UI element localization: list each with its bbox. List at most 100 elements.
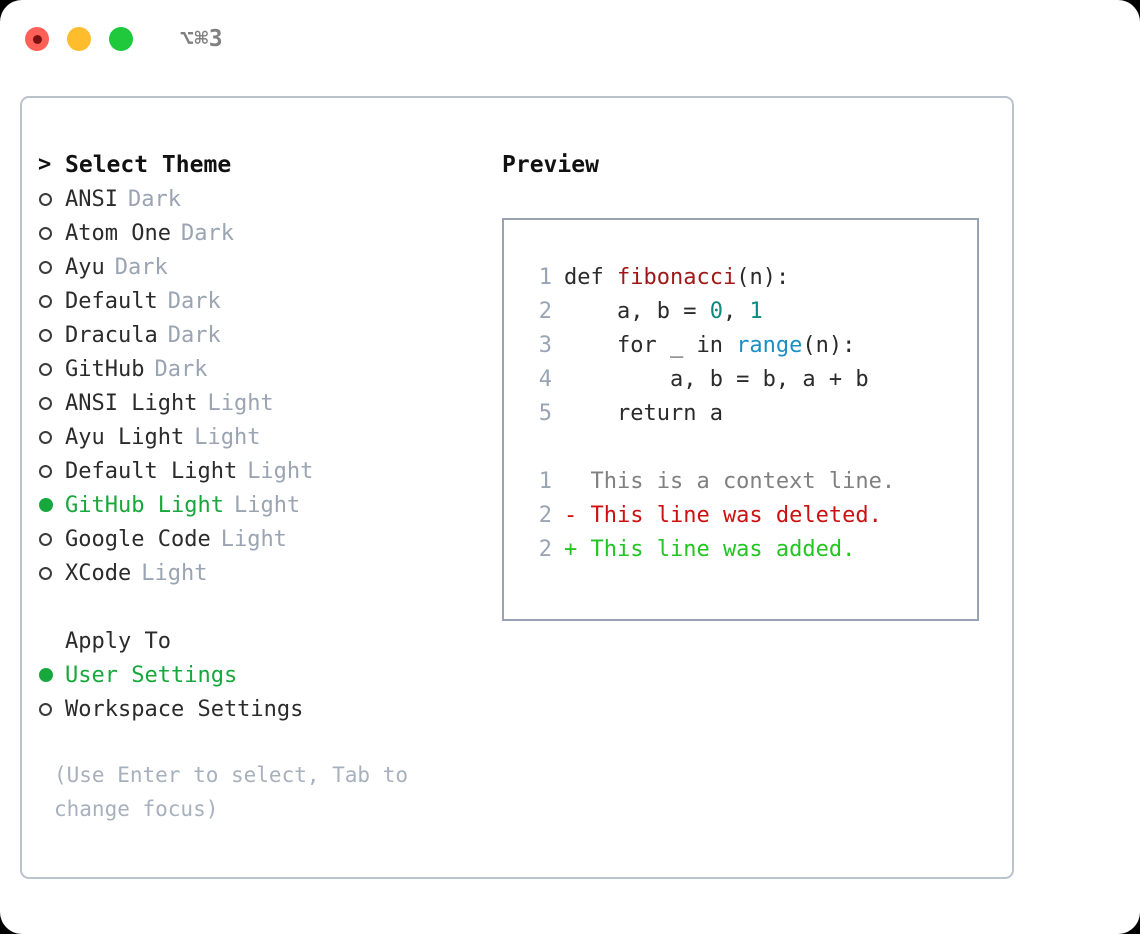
list-item[interactable]: Dracula Dark — [38, 318, 478, 352]
radio-icon[interactable] — [38, 294, 65, 308]
code-token: for _ in — [564, 332, 737, 358]
apply-to-heading: Apply To — [38, 624, 478, 658]
line-number: 4 — [538, 366, 552, 392]
theme-name: Google Code — [65, 526, 211, 552]
code-line: 5 return a — [522, 396, 977, 430]
radio-icon-selected[interactable] — [38, 668, 65, 682]
code-token-function: fibonacci — [616, 264, 737, 290]
line-number: 2 — [538, 298, 552, 324]
theme-name: GitHub Light — [65, 492, 224, 518]
code-token: a, b = b, a + b — [564, 366, 869, 392]
code-line: 4 a, b = b, a + b — [522, 362, 977, 396]
list-item[interactable]: Ayu Dark — [38, 250, 478, 284]
radio-icon[interactable] — [38, 702, 65, 716]
preview-title: Preview — [502, 152, 599, 178]
minimize-button[interactable] — [67, 27, 91, 51]
list-item[interactable]: ANSI Dark — [38, 182, 478, 216]
radio-icon[interactable] — [38, 362, 65, 376]
list-item[interactable]: ANSI Light Light — [38, 386, 478, 420]
radio-icon[interactable] — [38, 192, 65, 206]
code-token: , — [722, 298, 750, 324]
diff-line-added: 2 + This line was added. — [522, 532, 977, 566]
code-token: return a — [564, 400, 723, 426]
code-token-number: 0 — [709, 298, 723, 324]
theme-name: Dracula — [65, 322, 158, 348]
close-button[interactable] — [25, 27, 49, 51]
diff-text: This is a context line. — [564, 468, 896, 494]
theme-name: Default — [65, 288, 158, 314]
theme-name: ANSI Light — [65, 390, 198, 416]
theme-name: Ayu — [65, 254, 105, 280]
list-item-selected[interactable]: GitHub Light Light — [38, 488, 478, 522]
theme-name: GitHub — [65, 356, 145, 382]
list-item[interactable]: Google Code Light — [38, 522, 478, 556]
diff-text: + This line was added. — [564, 536, 856, 562]
theme-tag: Light — [220, 526, 287, 552]
theme-tag: Dark — [167, 288, 221, 314]
code-token-number: 1 — [749, 298, 763, 324]
diff-text: - This line was deleted. — [564, 502, 882, 528]
theme-tag: Light — [247, 458, 314, 484]
theme-picker-dialog: > Select Theme ANSI Dark Atom One Dark A… — [20, 96, 1014, 879]
theme-name: XCode — [65, 560, 132, 586]
line-number: 1 — [538, 468, 552, 494]
code-line: 2 a, b = 0, 1 — [522, 294, 977, 328]
theme-name: Default Light — [65, 458, 238, 484]
code-line: 1 def fibonacci(n): — [522, 260, 977, 294]
zoom-button[interactable] — [109, 27, 133, 51]
apply-to-label: Workspace Settings — [65, 696, 304, 722]
theme-tag: Dark — [154, 356, 208, 382]
keyboard-hint: (Use Enter to select, Tab to change focu… — [54, 763, 421, 821]
diff-line-context: 1 This is a context line. — [522, 464, 977, 498]
theme-list-pane: > Select Theme ANSI Dark Atom One Dark A… — [38, 148, 478, 821]
page-title: Select Theme — [65, 152, 232, 178]
theme-name: Ayu Light — [65, 424, 185, 450]
spacer — [522, 430, 977, 464]
code-preview-box: 1 def fibonacci(n): 2 a, b = 0, 1 3 for … — [502, 218, 979, 621]
radio-icon-selected[interactable] — [38, 498, 65, 512]
line-number: 2 — [538, 536, 552, 562]
radio-icon[interactable] — [38, 396, 65, 410]
title-bar: ⌥⌘3 — [0, 0, 1140, 78]
list-item[interactable]: Atom One Dark — [38, 216, 478, 250]
list-item[interactable]: XCode Light — [38, 556, 478, 590]
preview-pane: Preview 1 def fibonacci(n): 2 a, b = 0, … — [502, 148, 992, 621]
theme-tag: Light — [207, 390, 274, 416]
radio-icon[interactable] — [38, 464, 65, 478]
apply-to-option[interactable]: Workspace Settings — [38, 692, 478, 726]
theme-tag: Dark — [180, 220, 234, 246]
theme-tag: Dark — [114, 254, 168, 280]
list-item[interactable]: Ayu Light Light — [38, 420, 478, 454]
theme-tag: Dark — [127, 186, 181, 212]
keyboard-shortcut-label: ⌥⌘3 — [180, 26, 224, 52]
theme-name: Atom One — [65, 220, 171, 246]
radio-icon[interactable] — [38, 226, 65, 240]
radio-icon[interactable] — [38, 430, 65, 444]
theme-name: ANSI — [65, 186, 118, 212]
line-number: 2 — [538, 502, 552, 528]
code-token: (n): — [736, 264, 790, 290]
line-number: 1 — [538, 264, 552, 290]
line-number: 5 — [538, 400, 552, 426]
code-line: 3 for _ in range(n): — [522, 328, 977, 362]
list-item[interactable]: Default Dark — [38, 284, 478, 318]
theme-list-header: > Select Theme — [38, 148, 478, 182]
radio-icon[interactable] — [38, 566, 65, 580]
apply-to-title: Apply To — [65, 628, 171, 654]
radio-icon[interactable] — [38, 260, 65, 274]
line-number: 3 — [538, 332, 552, 358]
list-item[interactable]: GitHub Dark — [38, 352, 478, 386]
list-item[interactable]: Default Light Light — [38, 454, 478, 488]
close-icon — [32, 34, 42, 44]
diff-line-deleted: 2 - This line was deleted. — [522, 498, 977, 532]
code-token-call: range — [736, 332, 803, 358]
radio-icon[interactable] — [38, 532, 65, 546]
theme-tag: Light — [141, 560, 208, 586]
apply-to-option-selected[interactable]: User Settings — [38, 658, 478, 692]
code-token: def — [564, 264, 617, 290]
theme-tag: Light — [233, 492, 301, 518]
code-token: a, b = — [564, 298, 710, 324]
radio-icon[interactable] — [38, 328, 65, 342]
apply-to-label: User Settings — [65, 662, 238, 688]
